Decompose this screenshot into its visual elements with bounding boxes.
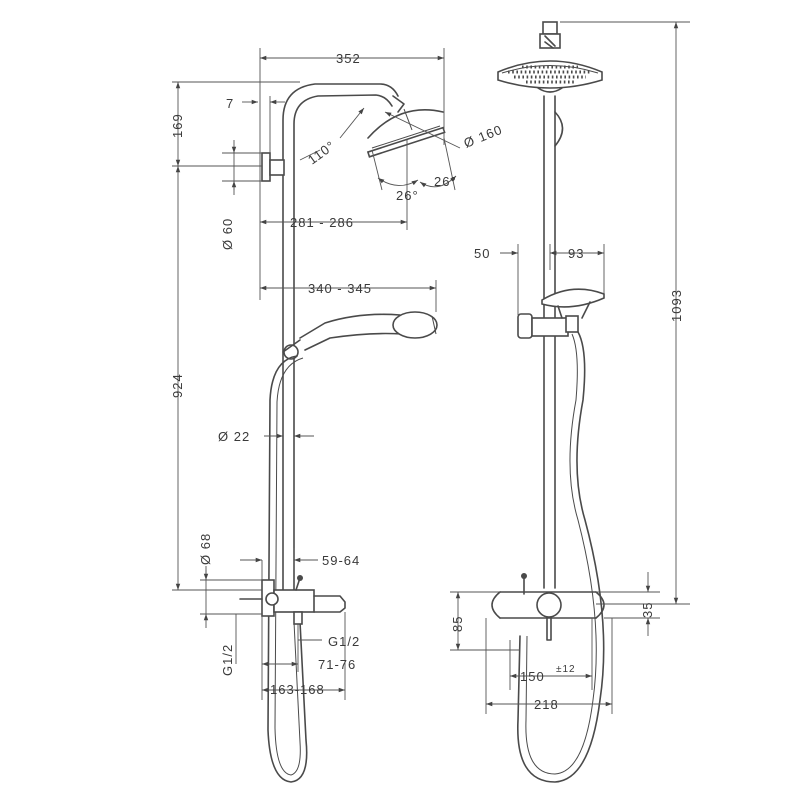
- dim-352: 352: [336, 51, 361, 66]
- dim-bracket-diameter: Ø 60: [220, 218, 235, 250]
- dim-281-286: 281 - 286: [290, 215, 354, 230]
- dim-pipe-diameter: Ø 22: [218, 429, 250, 444]
- hose-front: [517, 331, 605, 783]
- head-shower-side: [366, 108, 446, 158]
- hand-shower-side: [299, 311, 438, 351]
- hand-shower-holder-front: [517, 288, 605, 339]
- dim-g12-right: G1/2: [328, 634, 360, 649]
- dim-g12-left: G1/2: [220, 644, 235, 676]
- dim-7: 7: [226, 96, 234, 111]
- wall-bracket-front: [554, 111, 564, 147]
- riser-pipe-right-edge: [293, 94, 393, 591]
- dim-26-right: 26°: [434, 174, 457, 189]
- side-dimensions: [172, 48, 461, 700]
- dim-163-168: 163-168: [270, 682, 325, 697]
- dim-59-64: 59-64: [322, 553, 360, 568]
- nozzle-pattern: [508, 65, 592, 84]
- dim-340-345: 340 - 345: [308, 281, 372, 296]
- head-shower-front: [497, 60, 603, 93]
- dim-924: 924: [170, 373, 185, 398]
- dim-93: 93: [568, 246, 584, 261]
- mixer-front: [491, 573, 605, 641]
- dim-218: 218: [534, 697, 559, 712]
- dim-35: 35: [640, 602, 655, 618]
- top-connector: [542, 21, 558, 35]
- dim-150-tolerance: ±12: [556, 664, 576, 675]
- front-dimension-labels: 50 93 1093 85 35 150 ±12 218: [450, 246, 684, 712]
- side-view: 352 7 169 110° Ø 160 26° 26° Ø 60 281 - …: [170, 48, 505, 783]
- front-view: 50 93 1093 85 35 150 ±12 218: [450, 21, 690, 783]
- mixer-side: [239, 575, 346, 625]
- arm-joint: [392, 95, 405, 113]
- dim-1093: 1093: [669, 289, 684, 322]
- front-dimensions: [450, 21, 690, 714]
- hose-side: [267, 355, 308, 783]
- dim-26-left: 26°: [396, 188, 419, 203]
- dim-169: 169: [170, 113, 185, 138]
- dim-150: 150: [520, 669, 545, 684]
- dim-50: 50: [474, 246, 490, 261]
- dim-110-angle: 110°: [305, 138, 338, 168]
- holder-arm: [282, 339, 301, 353]
- wall-bracket-side: [261, 152, 285, 182]
- dim-head-diameter: Ø 160: [462, 122, 505, 151]
- dim-mixer-diameter: Ø 68: [198, 533, 213, 565]
- dim-71-76: 71-76: [318, 657, 356, 672]
- riser-pipe-left-edge: [282, 83, 399, 591]
- dim-85: 85: [450, 616, 465, 632]
- side-dimension-labels: 352 7 169 110° Ø 160 26° 26° Ø 60 281 - …: [170, 51, 505, 697]
